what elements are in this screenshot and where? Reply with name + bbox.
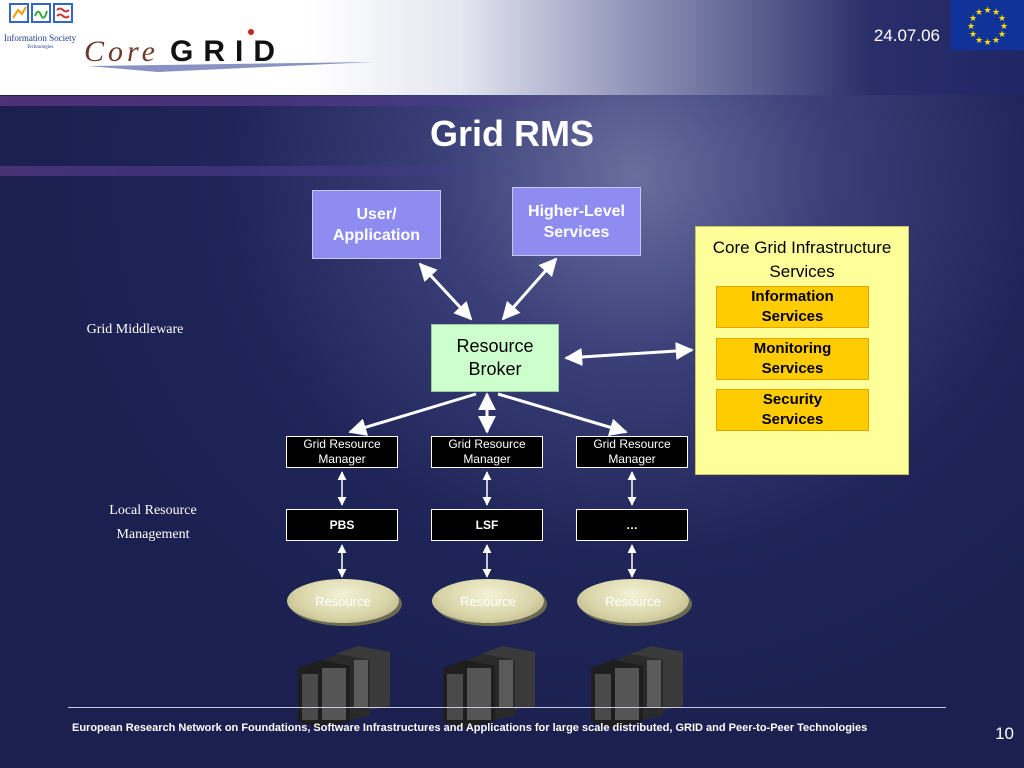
svg-text:★: ★	[975, 8, 983, 18]
server-rack-icon	[591, 646, 683, 728]
resource-label: Resource	[605, 593, 661, 609]
arrow-broker-grm1	[348, 392, 477, 436]
information-services-label: Information Services	[751, 288, 834, 325]
server-rack-icon	[443, 646, 535, 728]
footer-text: European Research Network on Foundations…	[72, 722, 868, 734]
resource-broker-label: Resource Broker	[456, 336, 534, 379]
arrow-user-broker	[418, 262, 473, 321]
resource-ellipse-2: Resource	[432, 579, 544, 623]
arrow-higher-broker	[501, 257, 558, 321]
lsf-box: LSF	[431, 509, 543, 541]
svg-text:★: ★	[967, 22, 975, 32]
security-services-label: Security Services	[761, 391, 824, 428]
lsf-label: LSF	[475, 517, 499, 532]
svg-text:★: ★	[983, 38, 991, 48]
local-resource-management-label: Local Resource Management	[109, 503, 197, 542]
decor-stripe	[0, 96, 610, 106]
resource-label: Resource	[315, 593, 371, 609]
decor-stripe	[0, 166, 520, 176]
eu-flag-icon: ★★★ ★★★ ★★★ ★★★	[951, 0, 1024, 50]
monitoring-services-box: Monitoring Services	[716, 338, 869, 380]
server-rack-icon	[298, 646, 390, 728]
grid-resource-manager-2: Grid Resource Manager	[431, 436, 543, 468]
ist-logo-line2: Technologies	[26, 45, 54, 50]
svg-text:★: ★	[998, 30, 1006, 40]
svg-text:★: ★	[983, 6, 991, 16]
page-number: 10	[995, 724, 1014, 743]
svg-text:★: ★	[1000, 22, 1008, 32]
grid-resource-manager-1: Grid Resource Manager	[286, 436, 398, 468]
other-manager-label: …	[626, 517, 638, 532]
resource-ellipse-1: Resource	[287, 579, 399, 623]
svg-text:★: ★	[992, 8, 1000, 18]
resource-label: Resource	[460, 593, 516, 609]
slide-date: 24.07.06	[873, 26, 940, 45]
svg-text:★: ★	[998, 14, 1006, 24]
coregrid-logo: Core GRID	[78, 26, 378, 76]
core-grid-services-title: Core Grid Infrastructure Services	[712, 238, 892, 281]
resource-broker-box: Resource Broker	[431, 324, 559, 392]
svg-text:★: ★	[975, 36, 983, 46]
information-services-box: Information Services	[716, 286, 869, 328]
grid-resource-manager-label: Grid Resource Manager	[448, 437, 526, 466]
header-bar	[0, 0, 1024, 95]
svg-text:GRID: GRID	[170, 35, 285, 68]
user-application-label: User/ Application	[332, 205, 421, 244]
grid-resource-manager-label: Grid Resource Manager	[593, 437, 671, 466]
ist-logo: Information Society Technologies	[2, 2, 78, 50]
arrow-broker-core	[564, 342, 694, 366]
svg-text:★: ★	[992, 36, 1000, 46]
grid-middleware-label: Grid Middleware	[86, 322, 184, 337]
resource-ellipse-3: Resource	[577, 579, 689, 623]
ist-logo-line1: Information Society	[3, 33, 77, 43]
pbs-label: PBS	[329, 517, 355, 532]
user-application-box: User/ Application	[312, 190, 441, 259]
svg-text:★: ★	[969, 30, 977, 40]
higher-level-services-box: Higher-Level Services	[512, 187, 641, 256]
arrow-broker-grm3	[497, 392, 628, 437]
grid-resource-manager-label: Grid Resource Manager	[303, 437, 381, 466]
svg-text:★: ★	[969, 14, 977, 24]
monitoring-services-label: Monitoring Services	[753, 340, 832, 377]
other-manager-box: …	[576, 509, 688, 541]
slide-title: Grid RMS	[429, 113, 594, 154]
higher-level-services-label: Higher-Level Services	[528, 202, 625, 241]
pbs-box: PBS	[286, 509, 398, 541]
footer-divider	[68, 707, 946, 708]
svg-text:Core: Core	[84, 35, 159, 68]
grid-resource-manager-3: Grid Resource Manager	[576, 436, 688, 468]
security-services-box: Security Services	[716, 389, 869, 431]
